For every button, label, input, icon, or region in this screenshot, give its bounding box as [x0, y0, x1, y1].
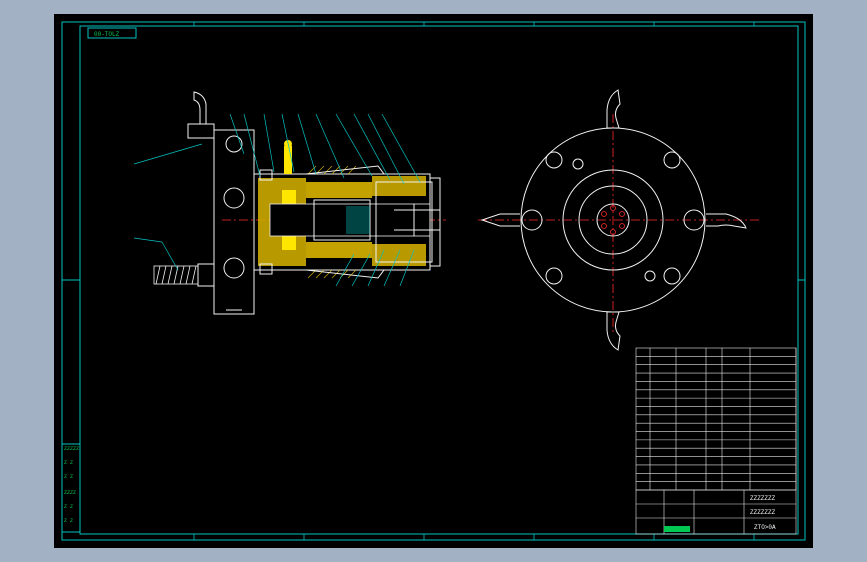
zone-ticks: [193, 22, 755, 540]
cad-drawing: 00-TOLZ ZZZZZ Z Z Z Z ZZZZ Z Z Z Z: [61, 21, 806, 541]
drawing-code-box: [87, 27, 137, 39]
left-marks-column: ZZZZZ Z Z Z Z ZZZZ Z Z Z Z: [61, 443, 81, 533]
drawing-number: ZTO>0A: [754, 524, 776, 531]
left-mark: Z Z: [64, 504, 73, 510]
inner-frame: [79, 25, 799, 535]
left-mark: ZZZZ: [64, 490, 76, 496]
outer-frame: [61, 21, 806, 541]
left-mark: Z Z: [64, 518, 73, 524]
leader-lines: [133, 113, 421, 287]
mount-block: [213, 129, 255, 315]
left-mark: Z Z: [64, 460, 73, 466]
drawing-sheet[interactable]: 00-TOLZ ZZZZZ Z Z Z Z ZZZZ Z Z Z Z: [54, 14, 813, 548]
front-view: [480, 89, 747, 351]
title-name-mid: ZZZZZZZ: [750, 509, 776, 516]
title-block: ZZZZZZZ ZZZZZZZ ZTO>0A: [635, 489, 797, 535]
parts-list-table: [635, 347, 797, 491]
section-view: [133, 91, 441, 315]
title-name-top: ZZZZZZZ: [750, 495, 776, 502]
left-mark: Z Z: [64, 474, 73, 480]
drawing-code-text: 00-TOLZ: [94, 31, 120, 38]
left-mark: ZZZZZ: [64, 446, 79, 452]
